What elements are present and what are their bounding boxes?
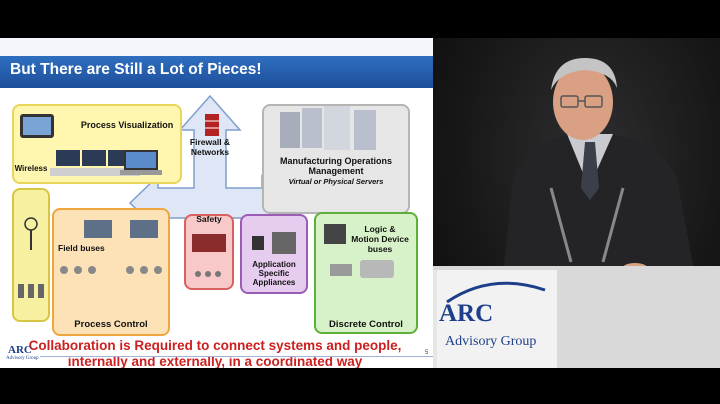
arc-logo-small-sub: Advisory Group	[6, 356, 39, 361]
arc-swoosh-icon	[446, 281, 546, 304]
microphone-icon	[549, 187, 573, 263]
safety-controller-icon	[192, 234, 226, 277]
firewall-icon	[205, 114, 219, 136]
slide-page-number: 5	[425, 350, 429, 356]
equipment-icons	[18, 106, 394, 298]
slide-title: But There are Still a Lot of Pieces!	[10, 61, 262, 78]
collaboration-statement: Collaboration is Required to connect sys…	[28, 338, 402, 368]
firewall-label: Firewall & Networks	[189, 137, 231, 157]
letterbox-top	[0, 0, 720, 38]
laptop-icon	[120, 150, 162, 175]
field-devices-icon	[60, 266, 162, 274]
speaker-tie	[581, 142, 599, 200]
slide-top-strip	[0, 38, 433, 56]
wireless-box	[12, 188, 50, 322]
appliance-icon	[252, 232, 296, 254]
safety-label: Safety	[196, 214, 222, 224]
speaker-hair	[551, 58, 617, 90]
slide-title-bar: But There are Still a Lot of Pieces!	[0, 56, 433, 88]
speaker-figure	[503, 58, 695, 277]
field-buses-label: Field buses	[58, 243, 105, 253]
letterbox-bottom	[0, 368, 720, 404]
arc-logo-small: ARC	[8, 344, 32, 356]
podium-sign	[433, 270, 557, 368]
antenna-icon	[24, 217, 38, 250]
servers-icon	[280, 106, 376, 150]
tablet-icon	[20, 114, 54, 138]
footer-divider	[40, 356, 433, 357]
controllers-icon	[84, 220, 158, 238]
process-visualization-label: Process Visualization	[80, 120, 174, 130]
speaker-head	[553, 64, 613, 140]
logic-motion-label: Logic & Motion Device buses	[351, 224, 409, 254]
speaker-suit	[503, 134, 695, 276]
mom-label: Manufacturing Operations Management	[279, 156, 392, 177]
speaker-video: ARC Advisory Group	[433, 38, 720, 368]
application-appliances-label: Application Specific Appliances	[252, 260, 296, 288]
process-control-label: Process Control	[74, 319, 148, 330]
motor-icon	[330, 260, 394, 278]
motion-controller-icon	[324, 224, 346, 244]
podium-arc-logo-sub: Advisory Group	[445, 334, 537, 349]
virtual-servers-label: Virtual or Physical Servers	[288, 177, 384, 186]
podium-arc-logo: ARC	[439, 300, 494, 327]
wireless-devices-icon	[18, 284, 44, 298]
discrete-control-label: Discrete Control	[329, 319, 403, 330]
presentation-slide: But There are Still a Lot of Pieces!	[0, 38, 433, 368]
wireless-label: Wireless	[14, 164, 48, 173]
